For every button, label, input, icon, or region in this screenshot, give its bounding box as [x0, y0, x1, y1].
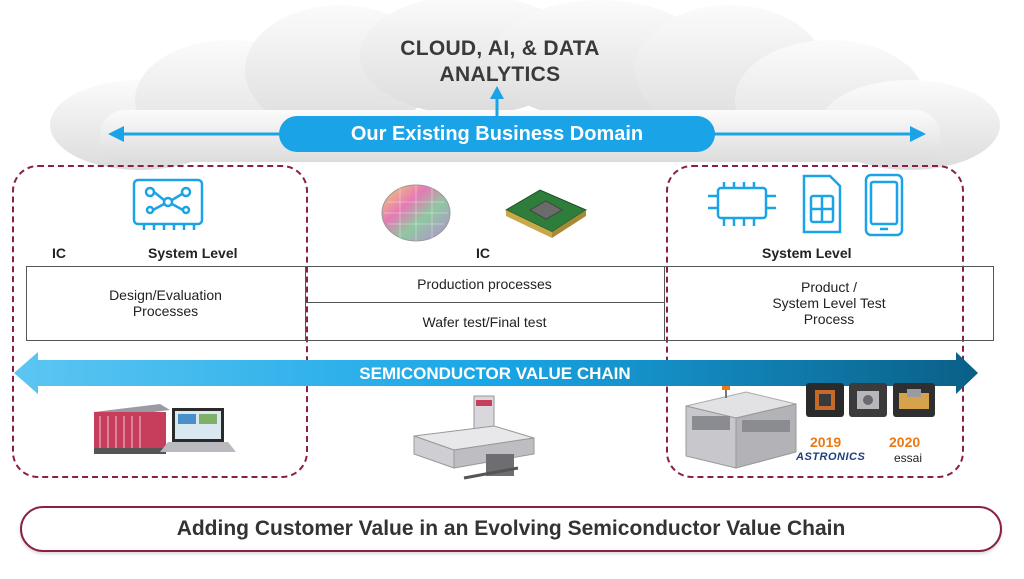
right-dashed-frame — [666, 165, 964, 478]
essai-logo-text: essai — [894, 451, 923, 465]
cloud-title-line1: CLOUD, AI, & DATA — [400, 37, 600, 60]
slt-system-image — [685, 386, 797, 469]
sim-card-icon — [802, 174, 842, 234]
value-chain-arrow — [14, 352, 978, 394]
silicon-wafer-icon — [381, 184, 451, 242]
business-domain-pill: Our Existing Business Domain — [279, 116, 715, 152]
product-slt-line3: Process — [803, 311, 855, 327]
table-divider-right — [664, 266, 665, 341]
acquisition-photo-2 — [849, 383, 887, 417]
cloud-title: CLOUD, AI, & DATA ANALYTICS — [340, 36, 660, 88]
cloud-title-line2: ANALYTICS — [439, 63, 561, 86]
circuit-board-icon — [132, 178, 204, 230]
left-label-system-level: System Level — [148, 245, 238, 261]
left-dashed-frame — [12, 165, 308, 478]
acquisition-year-2020: 2020 — [889, 434, 921, 450]
right-label-system-level: System Level — [762, 245, 852, 261]
processor-chip-icon — [708, 182, 776, 226]
design-evaluation-cell: Design/Evaluation Processes — [26, 287, 305, 319]
middle-label-ic: IC — [476, 245, 490, 261]
acquisition-photo-1 — [806, 383, 844, 417]
astronics-logo-text: ASTRONICS — [796, 451, 866, 463]
design-evaluation-line1: Design/Evaluation — [109, 287, 222, 303]
smartphone-icon — [864, 173, 904, 237]
product-slt-line1: Product / — [800, 279, 858, 295]
test-handler-image — [413, 395, 535, 480]
rack-laptop-image — [94, 404, 236, 454]
value-chain-label: SEMICONDUCTOR VALUE CHAIN — [359, 364, 631, 383]
product-slt-line2: System Level Test — [772, 295, 886, 311]
process-table — [26, 266, 994, 341]
production-processes-cell: Production processes — [417, 276, 552, 292]
left-label-ic: IC — [52, 245, 66, 261]
product-system-level-test-cell: Product / System Level Test Process — [664, 279, 994, 327]
chip-package-icon — [504, 189, 588, 238]
footer-tagline: Adding Customer Value in an Evolving Sem… — [20, 506, 1002, 552]
wafer-final-test-cell: Wafer test/Final test — [422, 314, 547, 330]
table-divider-left — [305, 266, 306, 341]
table-divider-middle — [305, 302, 664, 303]
design-evaluation-line2: Processes — [132, 303, 199, 319]
acquisition-photo-3 — [893, 383, 935, 417]
acquisition-year-2019: 2019 — [810, 434, 842, 450]
